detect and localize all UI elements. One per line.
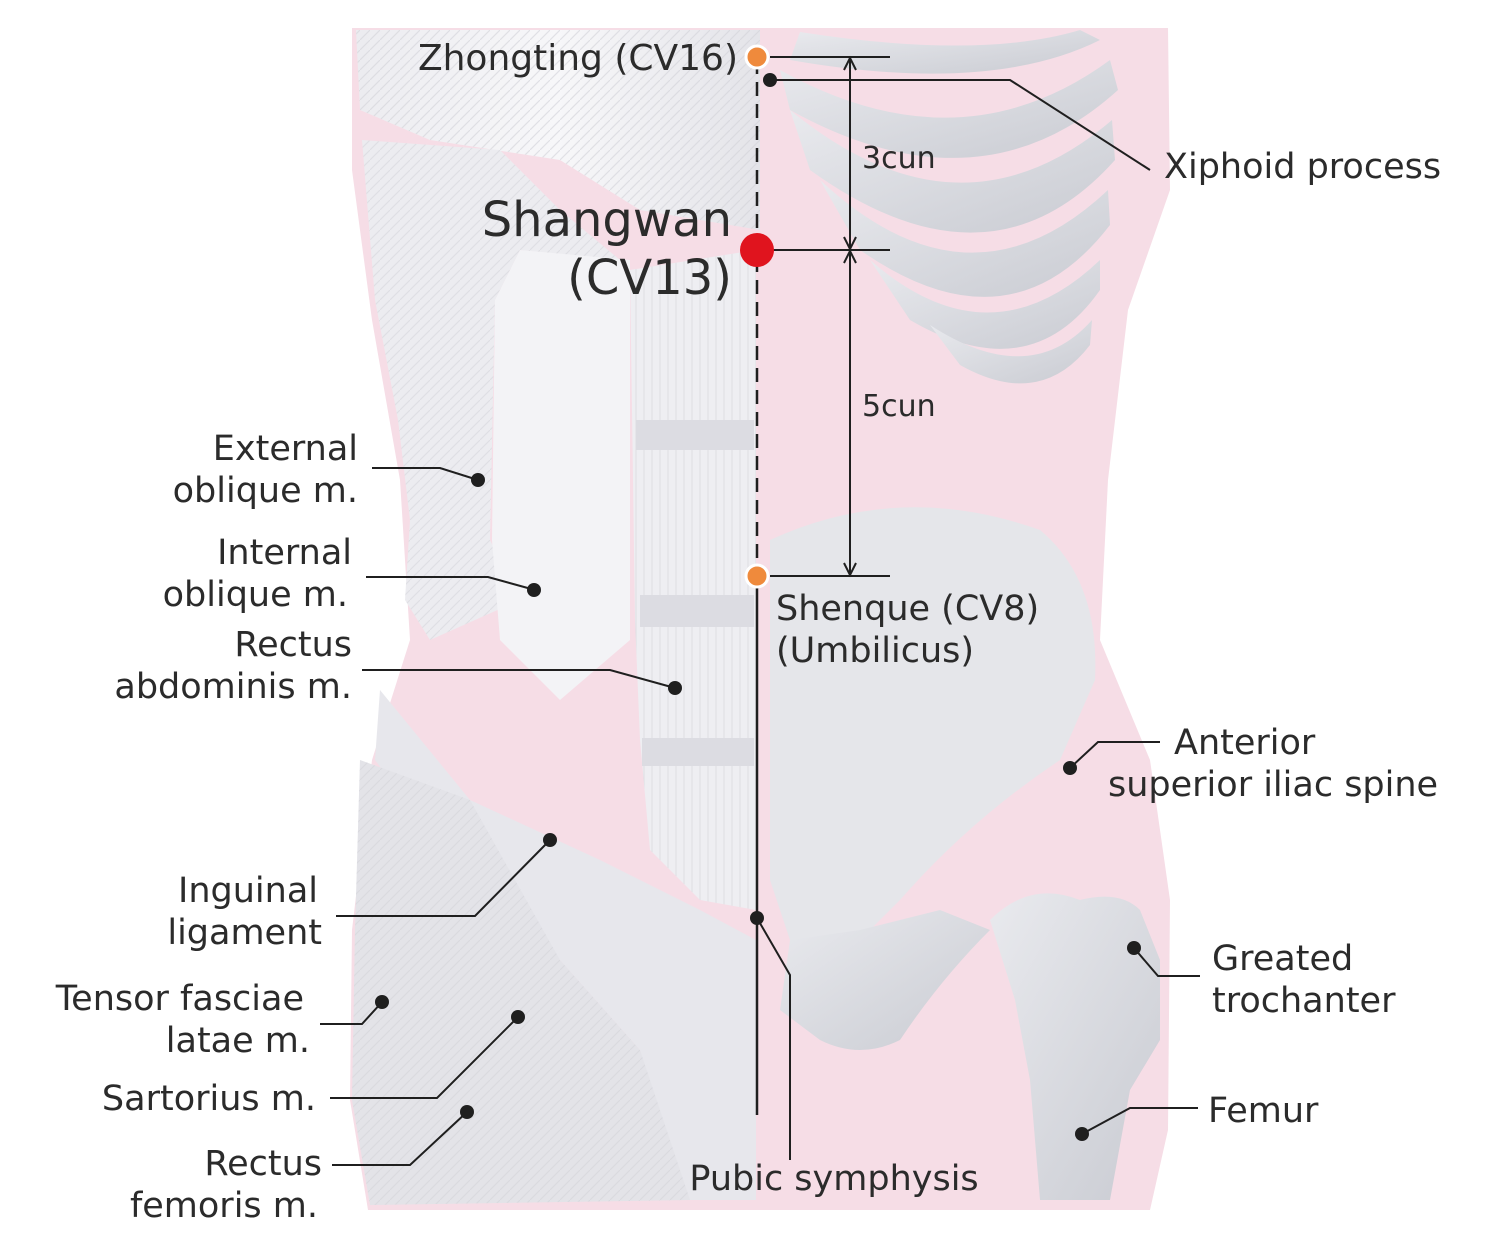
text-labels: Zhongting (CV16) Shangwan (CV13) 3cun 5c…	[55, 38, 1441, 1226]
femur-head	[990, 893, 1160, 1200]
tendinous-intersection-1	[636, 420, 754, 450]
black-marker-dot-icon	[511, 1010, 525, 1024]
leader-xiphoid	[770, 79, 1151, 171]
leader-pubic-1	[756, 917, 791, 1160]
internal-oblique-muscle	[492, 250, 630, 700]
leader-internal-oblique	[366, 576, 536, 591]
black-marker-dot-icon	[668, 681, 682, 695]
black-marker-dot-icon	[763, 73, 777, 87]
pelvis-ilium	[770, 507, 1096, 960]
label-shangwan-line1: Shangwan	[482, 192, 732, 248]
thigh-fibers	[352, 760, 690, 1205]
label-rectus-femoris-line1: Rectus	[204, 1144, 322, 1184]
tendinous-intersection-2	[640, 595, 754, 627]
label-asis-line2: superior iliac spine	[1108, 765, 1438, 805]
label-pubic-symphysis: Pubic symphysis	[689, 1159, 978, 1199]
orange-acupoint-dot-icon[interactable]	[744, 44, 770, 70]
tendinous-intersection-3	[642, 738, 754, 766]
label-shenque-line1: Shenque (CV8)	[776, 589, 1039, 629]
pubic-bone	[780, 910, 990, 1050]
label-femur: Femur	[1208, 1091, 1319, 1131]
label-rectus-abdominis-line1: Rectus	[234, 625, 352, 665]
label-internal-oblique-line2: oblique m.	[163, 575, 348, 615]
black-marker-dot-icon	[1063, 761, 1077, 775]
black-marker-dot-icon	[460, 1105, 474, 1119]
label-shangwan-line2: (CV13)	[567, 250, 732, 306]
rib-6	[930, 320, 1092, 384]
label-5cun: 5cun	[862, 389, 936, 424]
leader-sartorius	[330, 1016, 519, 1099]
rib-4	[820, 180, 1110, 297]
label-shenque-line2: (Umbilicus)	[776, 631, 974, 671]
black-marker-dot-icon	[527, 583, 541, 597]
rib-5	[870, 260, 1100, 349]
rib-2	[780, 60, 1118, 158]
skeleton-layer	[770, 30, 1160, 1200]
label-trochanter-line1: Greated	[1212, 939, 1353, 979]
label-rectus-femoris-line2: femoris m.	[130, 1186, 318, 1226]
label-inguinal-line2: ligament	[167, 913, 322, 953]
label-tensor-line1: Tensor fasciae	[55, 979, 304, 1019]
black-marker-dot-icon	[543, 833, 557, 847]
black-marker-dot-icon	[375, 995, 389, 1009]
label-external-oblique-line2: oblique m.	[173, 471, 358, 511]
red-acupoint-dot-icon[interactable]	[740, 233, 774, 267]
label-trochanter-line2: trochanter	[1212, 981, 1396, 1021]
label-3cun: 3cun	[862, 141, 936, 176]
label-internal-oblique-line1: Internal	[217, 533, 352, 573]
chest-fibers	[356, 30, 760, 230]
arrow-3cun-top	[843, 55, 857, 71]
black-marker-dot-icon	[1075, 1127, 1089, 1141]
leader-lines	[320, 79, 1200, 1166]
orange-acupoint-dot-icon[interactable]	[744, 563, 770, 589]
leader-tensor	[320, 1001, 383, 1025]
black-marker-dot-icon	[1127, 941, 1141, 955]
leader-rectus-abdominis	[362, 669, 676, 689]
muscle-layer	[352, 30, 760, 1205]
label-external-oblique-line1: External	[213, 429, 358, 469]
label-tensor-line2: latae m.	[166, 1021, 310, 1061]
label-asis-line1: Anterior	[1174, 723, 1316, 763]
external-oblique-fibers	[362, 140, 620, 640]
label-zhongting: Zhongting (CV16)	[418, 38, 738, 79]
leader-trochanter	[1133, 947, 1200, 977]
measurement-guides	[770, 55, 890, 578]
leader-asis	[1069, 741, 1160, 769]
leader-rectus-femoris	[332, 1111, 468, 1166]
rib-3	[790, 110, 1115, 233]
acupoints	[740, 44, 774, 589]
leader-femur	[1081, 1107, 1198, 1135]
black-marker-dot-icon	[471, 473, 485, 487]
arrow-5cun-top	[843, 248, 857, 264]
rib-1	[790, 30, 1100, 74]
label-xiphoid: Xiphoid process	[1164, 147, 1441, 187]
label-inguinal-line1: Inguinal	[178, 871, 318, 911]
black-marker-dot-icon	[750, 911, 764, 925]
label-sartorius: Sartorius m.	[102, 1079, 316, 1119]
label-rectus-abdominis-line2: abdominis m.	[114, 667, 352, 707]
arrow-5cun-bottom	[843, 562, 857, 578]
rectus-abdominis-fibers	[630, 250, 756, 910]
leader-external-oblique	[372, 467, 479, 481]
marker-dots	[375, 73, 1141, 1141]
leader-inguinal	[336, 839, 551, 917]
